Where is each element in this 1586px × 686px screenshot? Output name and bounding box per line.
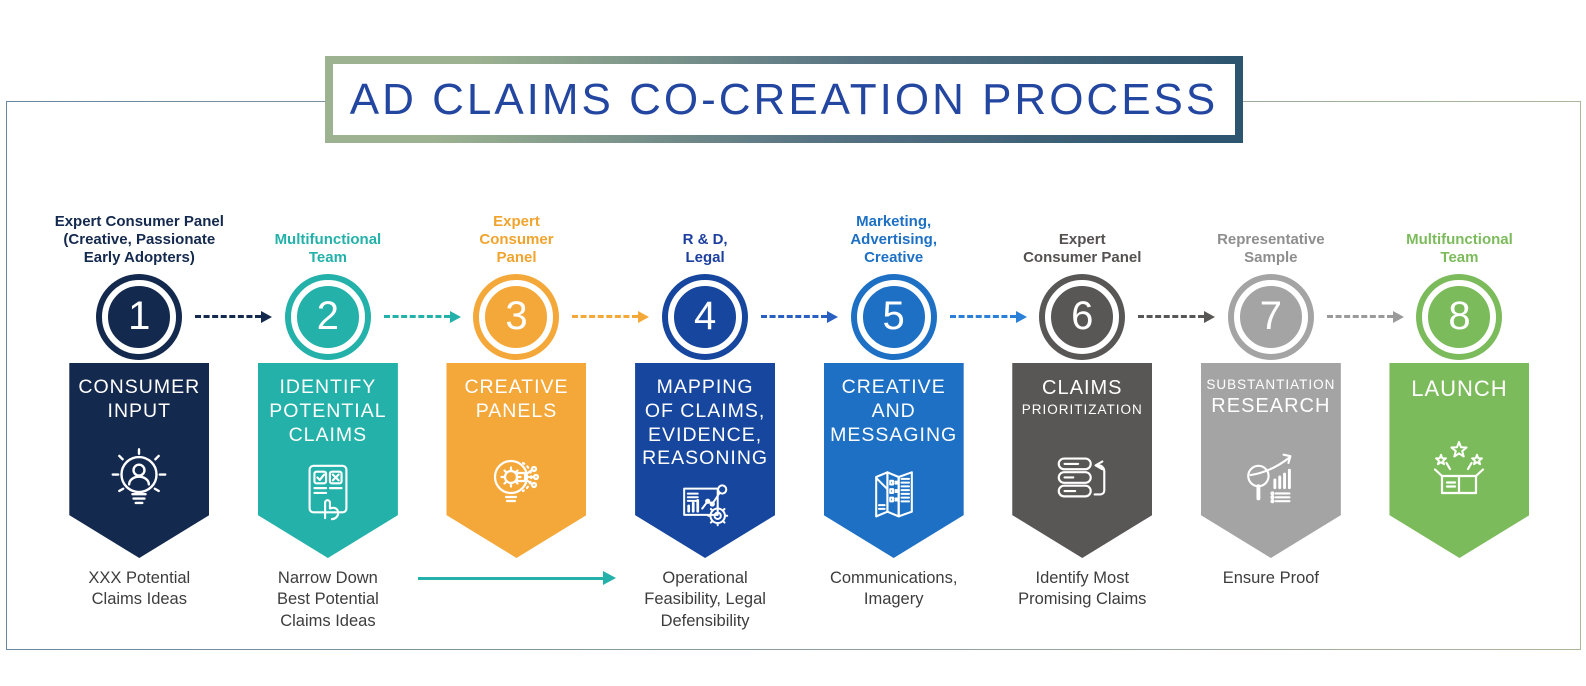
banner-title: LAUNCH: [1411, 376, 1508, 401]
connector-arrow-4-5: [761, 310, 838, 323]
banner-subtitle: RESEARCH: [1211, 394, 1331, 417]
step-number: 2: [316, 294, 340, 338]
step-number-badge: 3: [473, 274, 560, 360]
step-number-badge: 2: [284, 274, 371, 360]
step-column-8: Multifunctional Team 8 LAUNCH: [1365, 205, 1554, 632]
step-description: XXX Potential Claims Ideas: [88, 569, 191, 609]
step-description: Operational Feasibility, Legal Defensibi…: [644, 569, 766, 630]
brochure-icon: [874, 470, 913, 518]
step-banner: CREATIVE PANELS: [446, 363, 587, 558]
step-banner: IDENTIFY POTENTIAL CLAIMS: [257, 363, 398, 558]
step-banner: CONSUMER INPUT: [69, 363, 210, 558]
connector-arrow-6-7: [1138, 310, 1215, 323]
step-number: 3: [505, 294, 528, 338]
step-column-5: Marketing, Advertising, Creative 5 CREAT…: [799, 205, 988, 632]
step-banner: MAPPING OF CLAIMS, EVIDENCE, REASONING: [635, 363, 776, 558]
banner-title: CLAIMS: [1042, 377, 1123, 399]
step-description: Identify Most Promising Claims: [1018, 569, 1147, 609]
step-column-6: Expert Consumer Panel 6 CLAIMS PRIORITIZ…: [988, 205, 1177, 632]
step-number-badge: 5: [850, 274, 937, 360]
flow-arrow-2-to-4: [418, 571, 616, 585]
arrowhead-icon: [450, 310, 461, 323]
step-column-4: R & D, Legal 4 MAPPING OF CLAIMS, EVIDEN…: [611, 205, 800, 632]
banner-title: SUBSTANTIATION: [1206, 377, 1336, 392]
banner-title: CREATIVE AND MESSAGING: [830, 376, 958, 446]
step-number-badge: 8: [1416, 274, 1503, 360]
connector-arrow-3-4: [572, 310, 649, 323]
page-title: AD CLAIMS CO-CREATION PROCESS: [349, 74, 1219, 124]
arrowhead-icon: [261, 310, 272, 323]
step-number-badge: 4: [662, 274, 749, 360]
connector-arrow-1-2: [195, 310, 272, 323]
idea-gear-circuit-icon: [494, 459, 540, 502]
arrowhead-icon: [827, 310, 838, 323]
arrowhead-icon: [603, 571, 616, 585]
step-number-badge: 7: [1227, 274, 1314, 360]
step-column-1: Expert Consumer Panel (Creative, Passion…: [45, 205, 234, 632]
arrowhead-icon: [1016, 310, 1027, 323]
step-banner: SUBSTANTIATION RESEARCH: [1200, 363, 1341, 558]
banner-title: CONSUMER INPUT: [78, 376, 201, 422]
banner-title: CREATIVE PANELS: [464, 376, 569, 422]
step-description: Narrow Down Best Potential Claims Ideas: [276, 569, 379, 630]
step-number-badge: 1: [96, 274, 183, 360]
team-label: Multifunctional Team: [274, 231, 382, 266]
step-number: 4: [693, 294, 717, 338]
step-description: Communications, Imagery: [829, 569, 958, 609]
banner-title: MAPPING OF CLAIMS, EVIDENCE, REASONING: [642, 376, 769, 470]
analytics-chart-gear-icon: [683, 483, 729, 526]
checklist-hand-icon: [308, 464, 348, 520]
team-label: Expert Consumer Panel: [1023, 231, 1142, 266]
magnifier-bar-chart-icon: [1247, 453, 1292, 504]
priority-list-icon: [1057, 457, 1106, 498]
step-number: 7: [1259, 294, 1282, 338]
connector-arrow-7-8: [1327, 310, 1404, 323]
team-label: Multifunctional Team: [1406, 231, 1513, 266]
step-description: Ensure Proof: [1222, 569, 1320, 587]
step-number: 5: [882, 294, 905, 338]
arrowhead-icon: [1204, 310, 1215, 323]
title-box: AD CLAIMS CO-CREATION PROCESS: [325, 56, 1243, 143]
step-banner: LAUNCH: [1389, 363, 1530, 558]
team-label: Marketing, Advertising, Creative: [850, 213, 938, 266]
team-label: Expert Consumer Panel: [479, 213, 554, 266]
step-number: 6: [1071, 294, 1094, 338]
step-column-2: Multifunctional Team 2 IDENTIFY POTENTIA…: [234, 205, 423, 632]
connector-arrow-2-3: [384, 310, 461, 323]
step-banner: CREATIVE AND MESSAGING: [823, 363, 964, 558]
step-number-badge: 6: [1039, 274, 1126, 360]
person-in-lightbulb-icon: [111, 447, 167, 504]
banner-subtitle: PRIORITIZATION: [1021, 402, 1143, 417]
team-label: Expert Consumer Panel (Creative, Passion…: [54, 213, 224, 266]
team-label: Representative Sample: [1217, 231, 1325, 266]
team-label: R & D, Legal: [682, 231, 728, 266]
step-banner: CLAIMS PRIORITIZATION: [1012, 363, 1153, 558]
process-steps: Expert Consumer Panel (Creative, Passion…: [45, 205, 1554, 632]
arrowhead-icon: [638, 310, 649, 323]
connector-arrow-5-6: [950, 310, 1027, 323]
step-column-3: Expert Consumer Panel 3 CREATIVE PANELS: [422, 205, 611, 632]
step-column-7: Representative Sample 7 SUBSTANTIATION R…: [1177, 205, 1366, 632]
launch-box-stars-icon: [1434, 441, 1485, 495]
banner-title: IDENTIFY POTENTIAL CLAIMS: [269, 376, 387, 446]
arrowhead-icon: [1393, 310, 1404, 323]
step-number: 8: [1448, 294, 1471, 338]
step-number: 1: [128, 294, 151, 338]
